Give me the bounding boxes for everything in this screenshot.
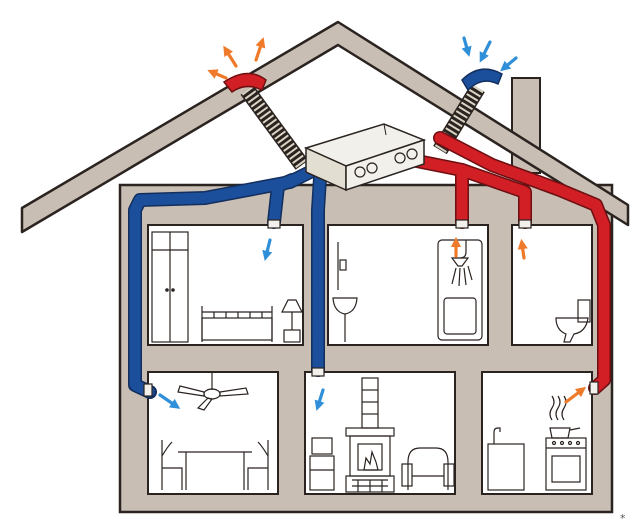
exhaust-flex-duct (247, 90, 302, 165)
dining-room (148, 372, 278, 494)
toilet-room (512, 225, 592, 345)
heat-recovery-unit-icon (306, 124, 424, 190)
kitchen (482, 372, 592, 494)
bathroom (328, 225, 488, 345)
corner-mark: * (620, 512, 626, 525)
bedroom (148, 225, 303, 345)
fresh-air-intake-icon (462, 69, 502, 90)
